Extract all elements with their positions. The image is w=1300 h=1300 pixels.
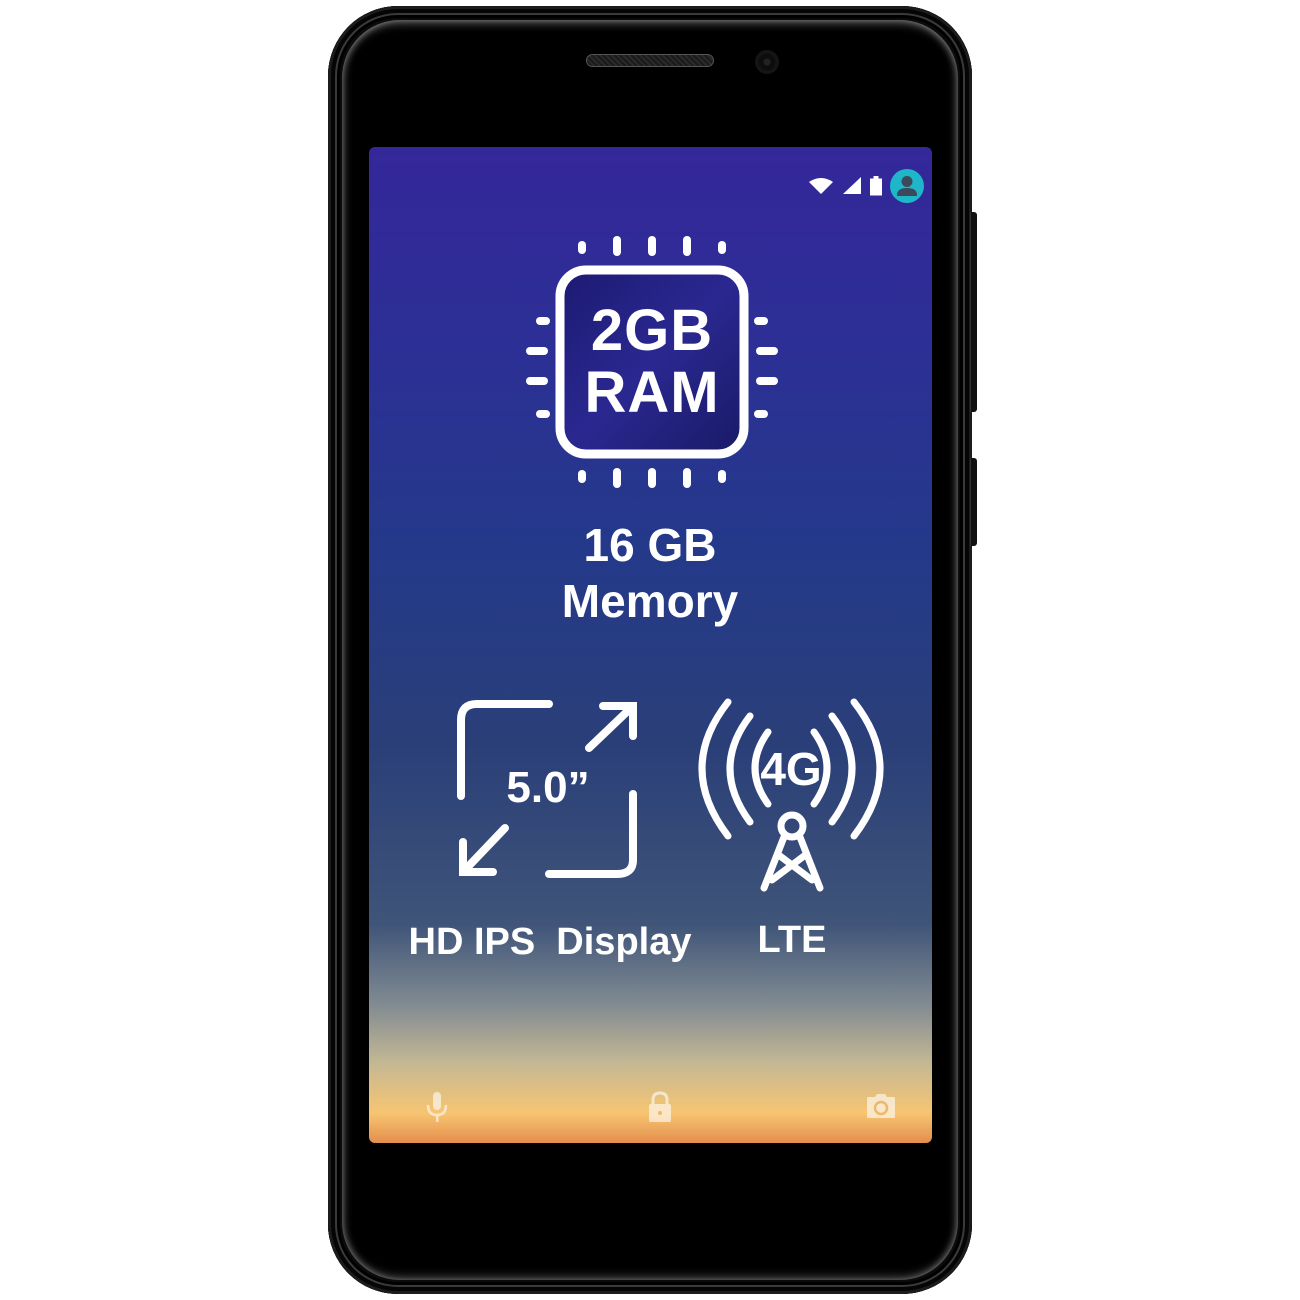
microphone-icon[interactable] <box>425 1091 449 1127</box>
ram-label-text: RAM <box>584 360 720 425</box>
screen-size-icon: 5.0” <box>455 698 641 882</box>
account-avatar-icon[interactable] <box>890 169 924 207</box>
storage-label-text: Memory <box>561 575 739 627</box>
lock-icon[interactable] <box>648 1091 672 1127</box>
cellular-signal-icon <box>842 177 862 199</box>
camera-icon[interactable] <box>866 1093 896 1123</box>
status-bar <box>808 169 924 207</box>
ram-size-text: 2GB <box>590 298 714 363</box>
display-label-text: HD IPS Display <box>408 921 692 963</box>
wifi-icon <box>808 177 834 199</box>
power-button[interactable] <box>970 458 977 546</box>
network-label-text: LTE <box>757 919 827 961</box>
storage-size-text: 16 GB <box>583 519 717 571</box>
display-size-text: 5.0” <box>506 763 590 812</box>
ram-chip-graphic: 2GB RAM <box>526 236 778 488</box>
4g-tower-icon: 4G <box>688 694 894 898</box>
front-camera <box>755 50 779 74</box>
earpiece-speaker <box>586 54 714 67</box>
network-badge-text: 4G <box>760 743 822 795</box>
volume-button[interactable] <box>970 212 977 412</box>
battery-icon <box>870 176 882 200</box>
